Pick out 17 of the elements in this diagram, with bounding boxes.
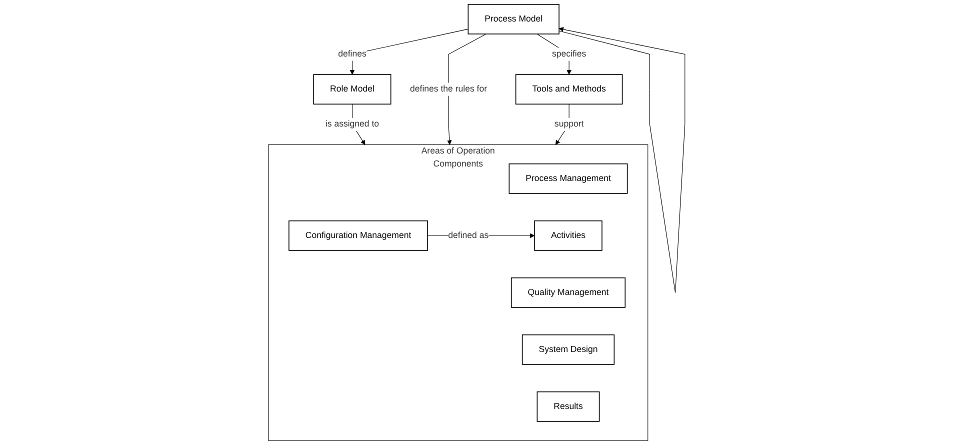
node-box: Process Management [508, 163, 628, 194]
node-box: Tools and Methods [515, 74, 623, 105]
arrow [446, 34, 486, 145]
arrow [558, 27, 686, 293]
node-box: System Design [522, 334, 614, 365]
node-box: Results [536, 391, 600, 422]
node-box: Configuration Management [288, 220, 428, 251]
edge-label: defined as [448, 230, 488, 240]
edge-label: is assigned to [325, 119, 379, 129]
edge-label: specifies [552, 49, 586, 59]
node-box: Role Model [313, 74, 392, 105]
node-box: Process Model [468, 4, 560, 34]
edge-label: defines [338, 49, 366, 59]
edge-label: defines the rules for [410, 84, 487, 94]
edge-label: support [554, 119, 584, 129]
node-box: Activities [534, 220, 602, 251]
node-box: Quality Management [510, 277, 626, 308]
